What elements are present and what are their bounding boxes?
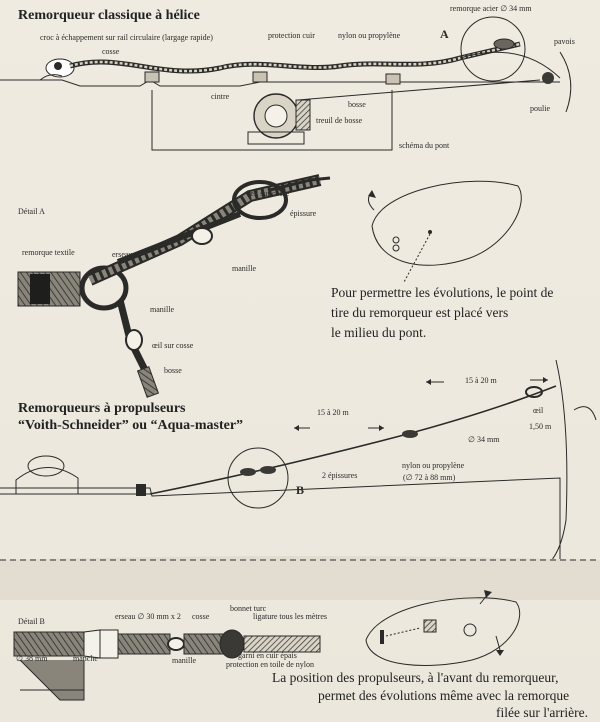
label-manche: manche — [73, 654, 98, 663]
marker-a: A — [440, 27, 449, 41]
detail-a-title: Détail A — [18, 207, 45, 216]
label-cosse-b: cosse — [192, 612, 210, 621]
label-schema-pont: schéma du pont — [399, 141, 450, 150]
note1-line1: Pour permettre les évolutions, le point … — [331, 285, 553, 300]
note1-line3: le milieu du pont. — [331, 325, 426, 340]
label-oeil: œil — [533, 406, 544, 415]
detail-b-title: Détail B — [18, 617, 45, 626]
marker-b: B — [296, 483, 304, 497]
note2-line3: filée sur l'arrière. — [496, 705, 588, 720]
label-dist-1: 15 à 20 m — [465, 376, 498, 385]
label-poulie: poulie — [530, 104, 550, 113]
detail-b-drawing — [13, 629, 321, 701]
label-pavois: pavois — [554, 37, 575, 46]
label-oeil-len: 1,50 m — [529, 422, 552, 431]
section2-title-line1: Remorqueurs à propulseurs — [18, 401, 186, 416]
label-erseau-b: erseau ∅ 30 mm x 2 — [115, 612, 181, 621]
label-oeil-cosse-top: œil sur cosse — [248, 189, 290, 198]
label-remorque-acier: remorque acier ∅ 34 mm — [450, 4, 532, 13]
tug-profile — [0, 359, 600, 600]
label-protection-cuir: protection cuir — [268, 31, 315, 40]
detail-a-circle — [460, 16, 526, 82]
label-oeil-cosse-bottom: œil sur cosse — [152, 341, 194, 350]
label-garni-line1: garni en cuir épais — [238, 651, 297, 660]
hull-sketch-top — [368, 180, 522, 283]
hull-sketch-bottom — [365, 590, 521, 666]
label-cintre: cintre — [211, 92, 230, 101]
detail-a-drawing — [17, 174, 331, 398]
label-remorque-textile: remorque textile — [22, 248, 75, 257]
label-bonnet-turc: bonnet turc — [230, 604, 267, 613]
label-bosse-detail: bosse — [164, 366, 182, 375]
label-manille-1: manille — [232, 264, 256, 273]
note1-line2: tire du remorqueur est placé vers — [331, 305, 508, 320]
label-treuil: treuil de bosse — [316, 116, 363, 125]
label-ligature: ligature tous les mètres — [253, 612, 327, 621]
label-diam-34: ∅ 34 mm — [468, 435, 500, 444]
label-croc: croc à échappement sur rail circulaire (… — [40, 33, 213, 42]
section2-title-line2: “Voith-Schneider” ou “Aqua-master” — [18, 418, 243, 433]
label-nylon-2-line1: nylon ou propylène — [402, 461, 465, 470]
label-dist-2: 15 à 20 m — [317, 408, 350, 417]
label-nylon-2-line2: (∅ 72 à 88 mm) — [403, 473, 456, 482]
tug-deck-schematic — [0, 16, 572, 151]
label-epissure: épissure — [290, 209, 317, 218]
label-epissures: 2 épissures — [322, 471, 357, 480]
section1-title: Remorqueur classique à hélice — [18, 8, 200, 23]
label-cosse: cosse — [102, 47, 120, 56]
detail-b-circle — [227, 447, 289, 509]
label-garni-line2: protection en toile de nylon — [226, 660, 314, 669]
note2-line1: La position des propulseurs, à l'avant d… — [272, 670, 558, 685]
label-manille-b: manille — [172, 656, 196, 665]
label-bosse-top: bosse — [348, 100, 366, 109]
label-diam-38: ∅ 38 mm — [16, 654, 48, 663]
label-manille-2: manille — [150, 305, 174, 314]
pulley — [542, 72, 554, 84]
label-nylon-top: nylon ou propylène — [338, 31, 401, 40]
note2-line2: permet des évolutions même avec la remor… — [318, 688, 569, 703]
label-erseau: erseau — [112, 250, 132, 259]
